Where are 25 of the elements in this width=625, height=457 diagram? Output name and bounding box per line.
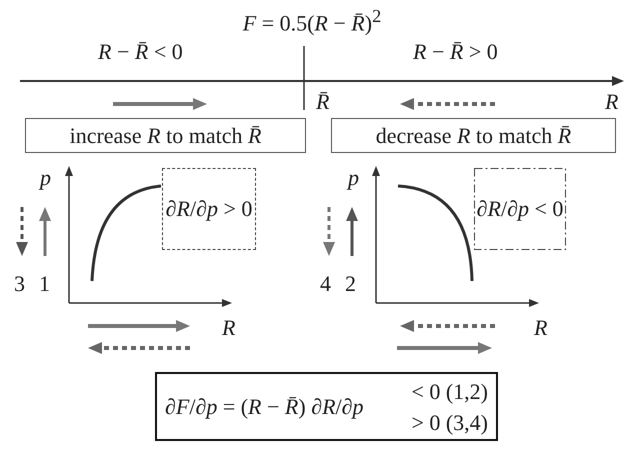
arrow-number: 4 — [320, 272, 331, 296]
text-box — [25, 118, 306, 153]
axis-label: p — [348, 166, 359, 190]
condition-box — [474, 168, 566, 250]
formula-box — [155, 372, 498, 441]
inequality-label: R − R̄ > 0 — [413, 40, 498, 64]
arrow-number: 2 — [345, 272, 356, 296]
text-box — [331, 118, 616, 153]
condition-text: < 0 (1,2) — [411, 380, 488, 404]
condition-box — [162, 168, 256, 250]
inequality-label: R − R̄ < 0 — [98, 40, 183, 64]
box-label: decrease R to match R̄ — [376, 123, 572, 148]
axis-label: R — [605, 90, 618, 114]
arrow-number: 1 — [39, 272, 50, 296]
axis-label: R̄ — [316, 90, 330, 114]
box-label: increase R to match R̄ — [70, 123, 262, 148]
condition-text: ∂R/∂p > 0 — [166, 196, 252, 222]
axis-label: R — [534, 316, 548, 340]
arrow-number: 3 — [14, 272, 25, 296]
condition-text: > 0 (3,4) — [411, 411, 488, 436]
axis-label: R — [222, 316, 236, 340]
formula-title: F = 0.5(R − R̄)$^{2}$ — [242, 6, 382, 36]
condition-text: ∂R/∂p < 0 — [476, 196, 564, 222]
formula-text: ∂F/∂p = (R − R̄) ∂R/∂p — [165, 394, 364, 419]
axis-label: p — [40, 166, 51, 190]
